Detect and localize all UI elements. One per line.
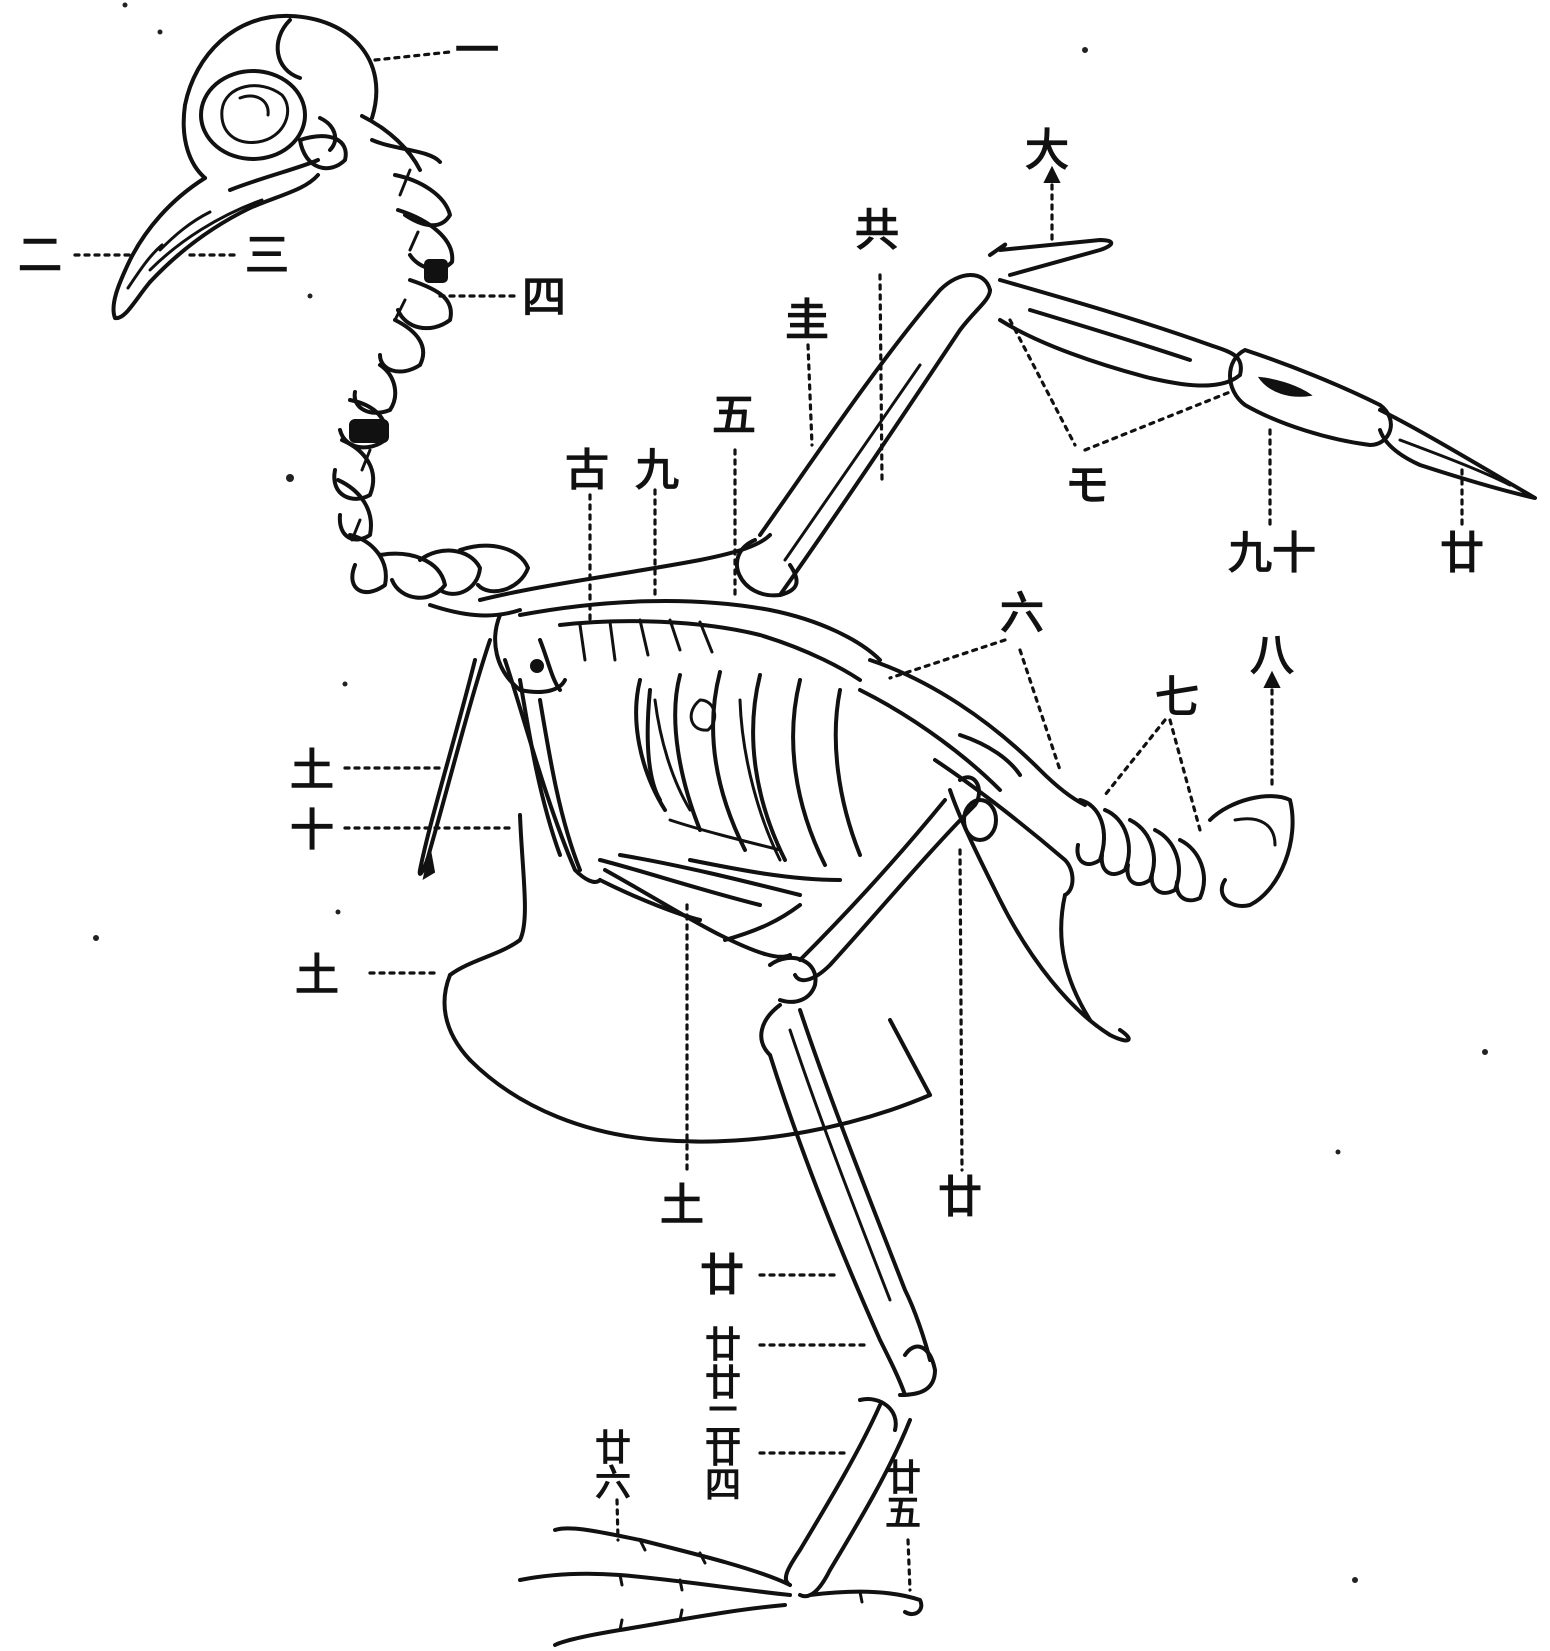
label-21: 廿	[938, 1172, 982, 1223]
label-20: 廿	[1440, 528, 1484, 579]
label-16: 共	[855, 205, 899, 256]
label-18: 大	[1025, 125, 1069, 176]
label-17: モ	[1065, 460, 1109, 511]
label-23a: 廿	[705, 1324, 741, 1366]
label-10: 十	[290, 805, 334, 856]
label-1: 一	[455, 25, 499, 76]
label-9: 九	[635, 445, 679, 496]
trunk	[480, 535, 880, 905]
label-4: 四	[522, 272, 566, 323]
label-15: 圭	[785, 295, 829, 346]
label-12: 土	[660, 1180, 704, 1231]
label-14: 古	[565, 445, 609, 496]
label-19: 九十	[1228, 528, 1316, 579]
label-24b: 四	[705, 1464, 741, 1506]
arrowheads	[1045, 168, 1279, 687]
label-11: 土	[295, 950, 339, 1001]
label-22: 廿	[700, 1250, 744, 1301]
label-2: 二	[18, 230, 62, 281]
label-6: 六	[1000, 588, 1044, 639]
label-5: 五	[712, 390, 756, 441]
label-7: 七	[1155, 672, 1199, 723]
label-23b: 廿	[705, 1362, 741, 1404]
label-25b: 五	[885, 1492, 921, 1534]
cervical-vertebrae	[334, 116, 528, 615]
pelvis-and-tail	[860, 660, 1293, 1040]
label-3: 三	[245, 230, 289, 281]
wing	[737, 240, 1535, 595]
label-8: 八	[1250, 630, 1295, 681]
label-26b: 六	[595, 1462, 631, 1504]
label-13: 土	[290, 745, 334, 796]
